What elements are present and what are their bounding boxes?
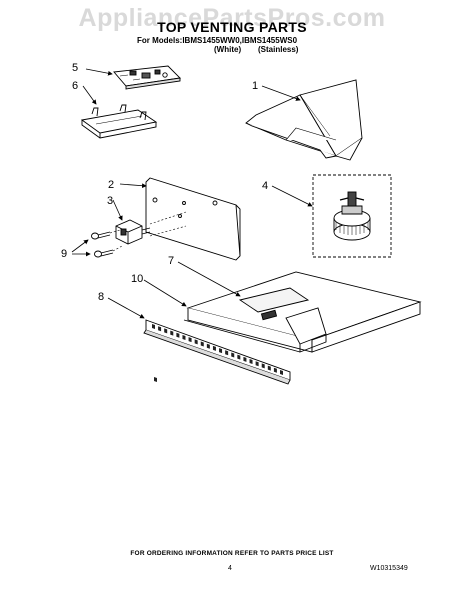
part-9-screws <box>91 229 123 258</box>
page-title: TOP VENTING PARTS <box>157 19 307 35</box>
grille-slot <box>200 341 204 347</box>
part-8-vent-grille <box>143 319 291 385</box>
callout-3: 3 <box>107 195 113 207</box>
grille-slot <box>255 361 259 367</box>
part-6-board-bracket <box>80 104 158 139</box>
grille-slot <box>158 326 162 332</box>
part-2-vent-plate <box>145 177 241 261</box>
callout-5: 5 <box>72 62 78 74</box>
part-7-top-cover <box>186 271 422 353</box>
grille-slot <box>231 352 235 358</box>
grille-slot <box>176 332 180 338</box>
callout-1: 1 <box>252 80 258 92</box>
callout-2: 2 <box>108 179 114 191</box>
grille-slot <box>182 334 186 340</box>
grille-slot <box>194 339 198 345</box>
part-4-blower-motor <box>312 174 392 258</box>
grille-slot <box>237 354 241 360</box>
grille-slot <box>152 324 155 329</box>
callout-7: 7 <box>168 255 174 267</box>
callout-8: 8 <box>98 291 104 303</box>
grille-slot <box>249 359 253 365</box>
grille-slot <box>206 343 210 349</box>
page-number: 4 <box>228 565 232 572</box>
variant-stainless-label: (Stainless) <box>258 45 299 54</box>
callout-labels: 5 6 1 2 3 4 9 7 10 8 <box>61 62 268 303</box>
grille-slot <box>212 345 216 351</box>
callout-9: 9 <box>61 248 67 260</box>
callouts <box>71 68 313 319</box>
grille-slot <box>261 363 265 369</box>
watermark: AppliancePartsPros.com <box>78 4 386 32</box>
grille-slot <box>243 356 247 362</box>
part-1-vent-duct <box>245 79 363 161</box>
document-number: W10315349 <box>370 565 408 572</box>
callout-10: 10 <box>131 273 143 285</box>
model-list: For Models:IBMS1455WW0,IBMS1455WS0 <box>137 36 298 45</box>
grille-slot <box>170 330 174 336</box>
grille-slot <box>273 367 277 373</box>
grille-slot <box>164 328 168 334</box>
variant-white-label: (White) <box>214 45 242 54</box>
ordering-note: FOR ORDERING INFORMATION REFER TO PARTS … <box>130 550 334 557</box>
grille-slot <box>267 365 271 371</box>
part-10-grille-frame <box>183 319 301 353</box>
callout-4: 4 <box>262 180 268 192</box>
part-5-control-board <box>113 65 181 90</box>
grille-slot <box>188 337 192 343</box>
grille-slot <box>219 348 223 354</box>
part-3-thermal-switch <box>115 211 187 245</box>
callout-6: 6 <box>72 80 78 92</box>
grille-slot <box>225 350 229 356</box>
grille-slot <box>280 370 283 375</box>
